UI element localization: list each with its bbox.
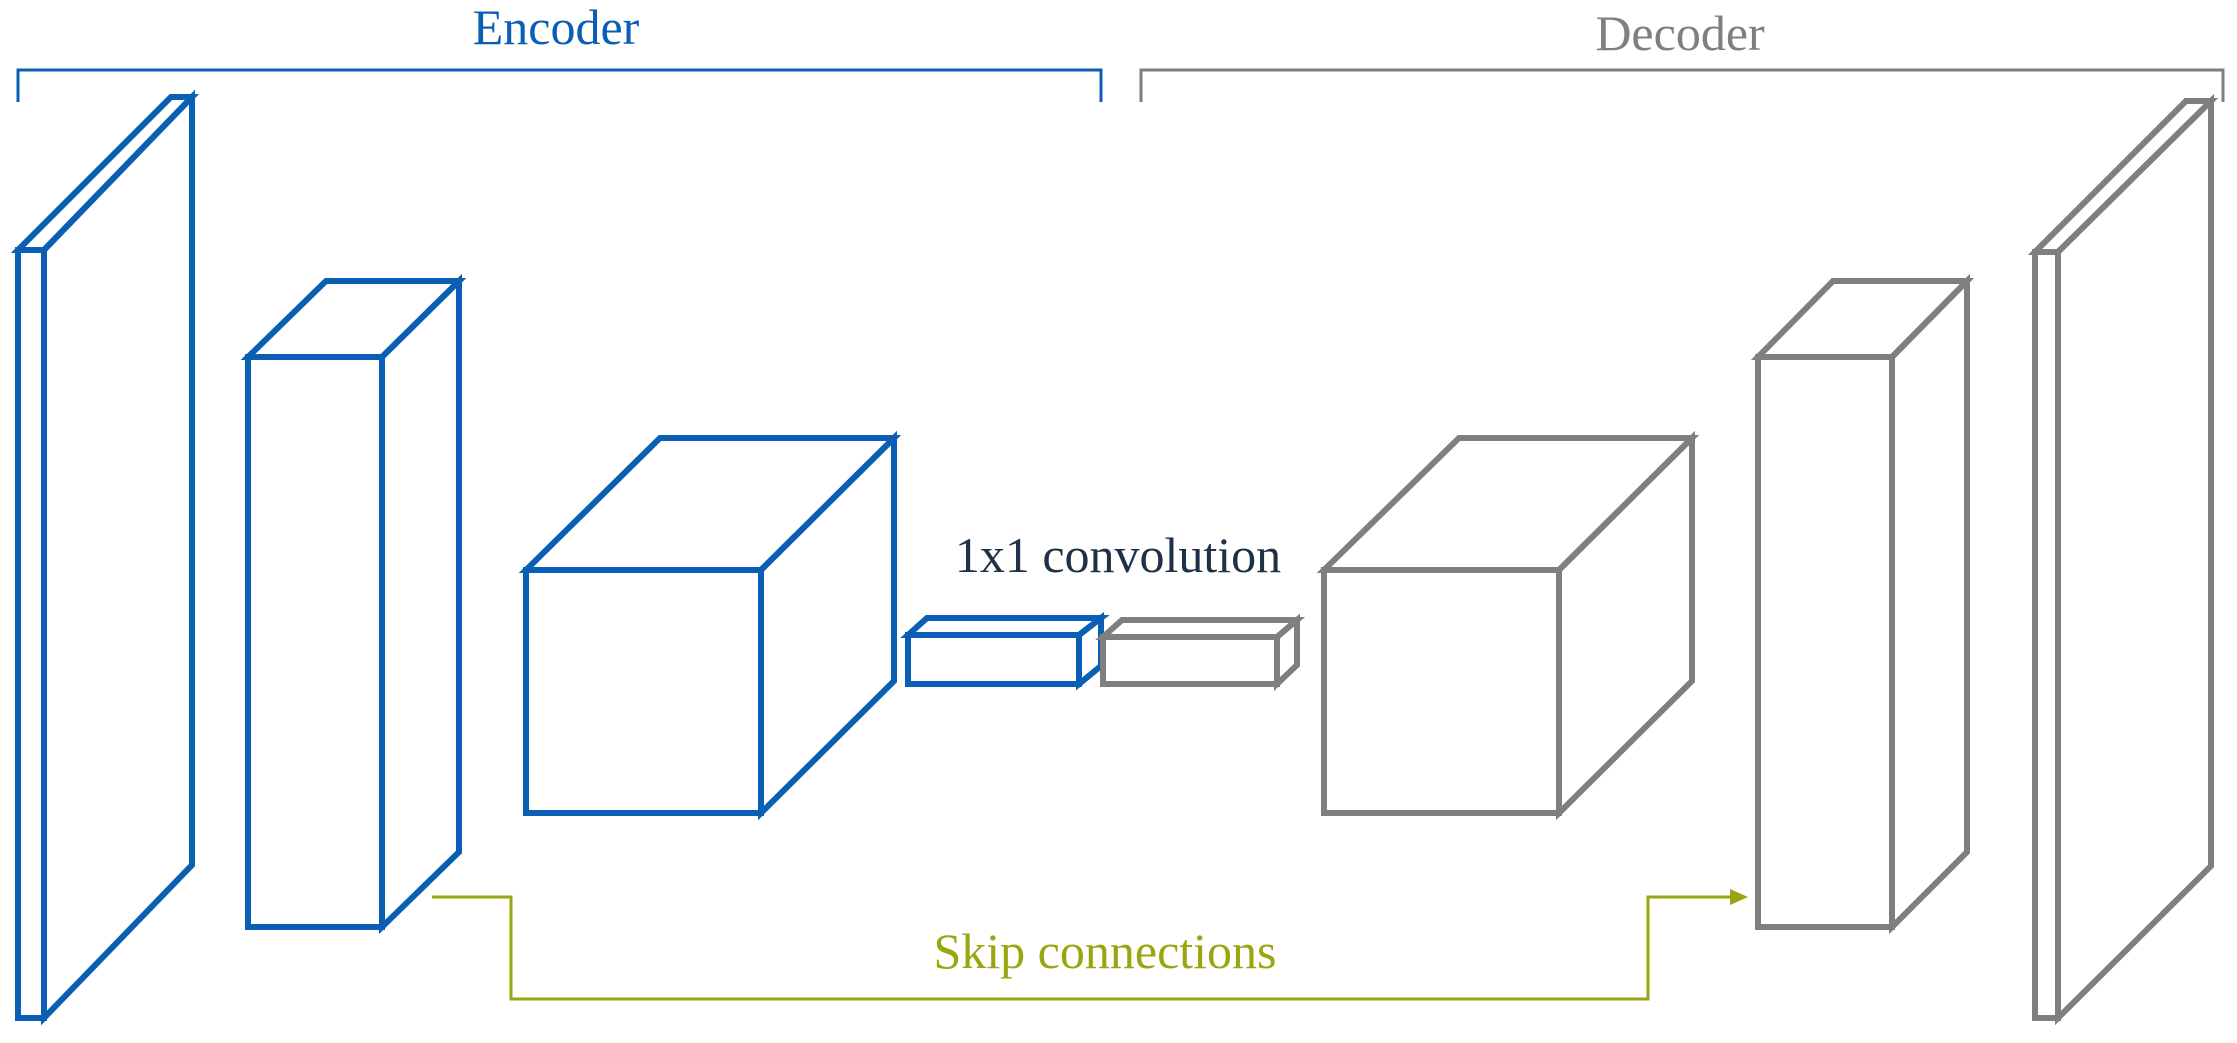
skip-connections-label: Skip connections [933,923,1276,979]
decoder-bracket [1139,68,2225,102]
bottleneck-encoder-block [900,611,1110,691]
decoder-layer-2 [1750,273,1975,935]
decoder-layer-3 [1316,430,1700,821]
decoder-label: Decoder [1595,5,1765,61]
encoder-label: Encoder [473,0,640,55]
bottleneck-label: 1x1 convolution [955,527,1281,583]
skip-connection-arrow [432,889,1748,1001]
encoder-bracket [16,68,1103,102]
encoder-layer-3 [518,430,902,821]
encoder-layer-1 [10,89,200,1026]
encoder-layer-2 [240,273,467,935]
decoder-layer-1 [2027,93,2219,1026]
bottleneck-decoder-block [1095,613,1306,691]
